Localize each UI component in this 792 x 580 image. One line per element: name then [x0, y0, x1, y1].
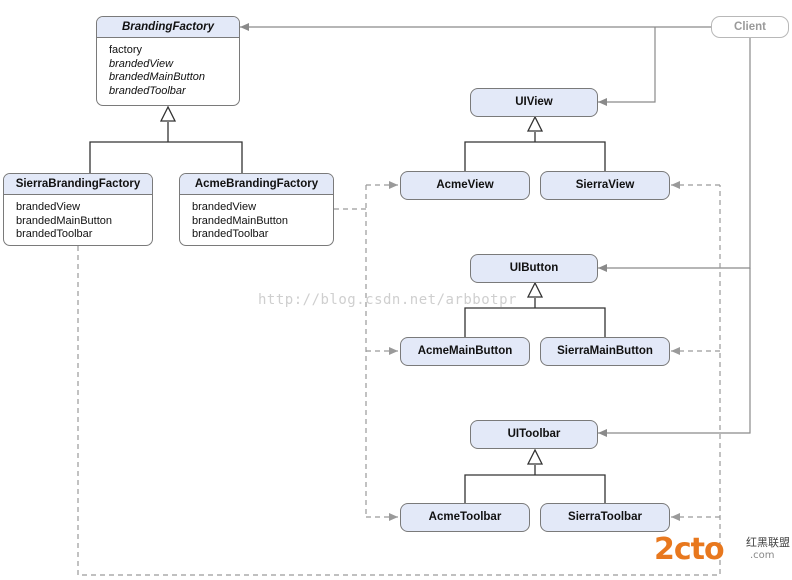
- sierra-branding-factory-member: brandedToolbar: [16, 228, 93, 240]
- acme-main-button-node: AcmeMainButton: [400, 337, 530, 366]
- branding-factory-member: brandedView: [109, 57, 174, 70]
- blog-watermark: http://blog.csdn.net/arbbotpr: [258, 292, 517, 308]
- acme-branding-factory-member: brandedToolbar: [192, 228, 269, 240]
- acme-branding-factory-members: brandedView brandedMainButton brandedToo…: [180, 195, 333, 242]
- client-node: Client: [711, 16, 789, 38]
- uitoolbar-node: UIToolbar: [470, 420, 598, 449]
- branding-factory-member: brandedMainButton: [109, 71, 206, 83]
- client-to-uibutton-line: [598, 36, 751, 272]
- uitoolbar-inheritance-triangle: [526, 448, 544, 465]
- site-logo-sub: 红黑联盟: [746, 536, 790, 549]
- sierra-branding-factory-member: brandedView: [16, 201, 81, 213]
- branding-factory-inheritance-triangle: [159, 105, 177, 122]
- view-inheritance: [464, 115, 606, 172]
- toolbar-inheritance: [464, 448, 606, 505]
- sierra-main-button-node: SierraMainButton: [540, 337, 670, 366]
- site-logo: 2cto 红黑联盟 .com: [654, 532, 790, 567]
- acme-branding-factory-title: AcmeBrandingFactory: [180, 174, 333, 195]
- branding-factory-class: BrandingFactory factory brandedView bran…: [96, 16, 240, 106]
- acme-view-node: AcmeView: [400, 171, 530, 200]
- branding-factory-member: brandedToolbar: [109, 84, 186, 97]
- branding-factory-member: factory: [109, 44, 143, 56]
- acme-branding-factory-class: AcmeBrandingFactory brandedView brandedM…: [179, 173, 334, 246]
- factory-inheritance: [89, 105, 243, 174]
- uiview-inheritance-triangle: [526, 115, 544, 132]
- client-associations: [240, 23, 751, 437]
- sierra-branding-factory-class: SierraBrandingFactory brandedView brande…: [3, 173, 153, 246]
- sierra-view-node: SierraView: [540, 171, 670, 200]
- uibutton-node: UIButton: [470, 254, 598, 283]
- branding-factory-title: BrandingFactory: [97, 17, 239, 38]
- client-to-uitoolbar-line: [598, 268, 751, 437]
- uibutton-inheritance-triangle: [526, 281, 544, 298]
- sierra-branding-factory-member: brandedMainButton: [16, 214, 113, 227]
- sierra-branding-factory-title: SierraBrandingFactory: [4, 174, 152, 195]
- sierra-branding-factory-members: brandedView brandedMainButton brandedToo…: [4, 195, 152, 242]
- acme-branding-factory-member: brandedView: [192, 201, 257, 213]
- site-logo-url: .com: [750, 550, 775, 561]
- branding-factory-members: factory brandedView brandedMainButton br…: [97, 38, 239, 98]
- site-logo-main: 2cto: [654, 532, 725, 567]
- acme-branding-factory-member: brandedMainButton: [192, 214, 289, 227]
- sierra-toolbar-node: SierraToolbar: [540, 503, 670, 532]
- button-inheritance: [464, 281, 606, 338]
- acme-creation-dependencies: [334, 181, 398, 521]
- sierra-creation-dependencies: [77, 181, 721, 576]
- uiview-node: UIView: [470, 88, 598, 117]
- client-to-uiview-line: [598, 27, 656, 106]
- acme-toolbar-node: AcmeToolbar: [400, 503, 530, 532]
